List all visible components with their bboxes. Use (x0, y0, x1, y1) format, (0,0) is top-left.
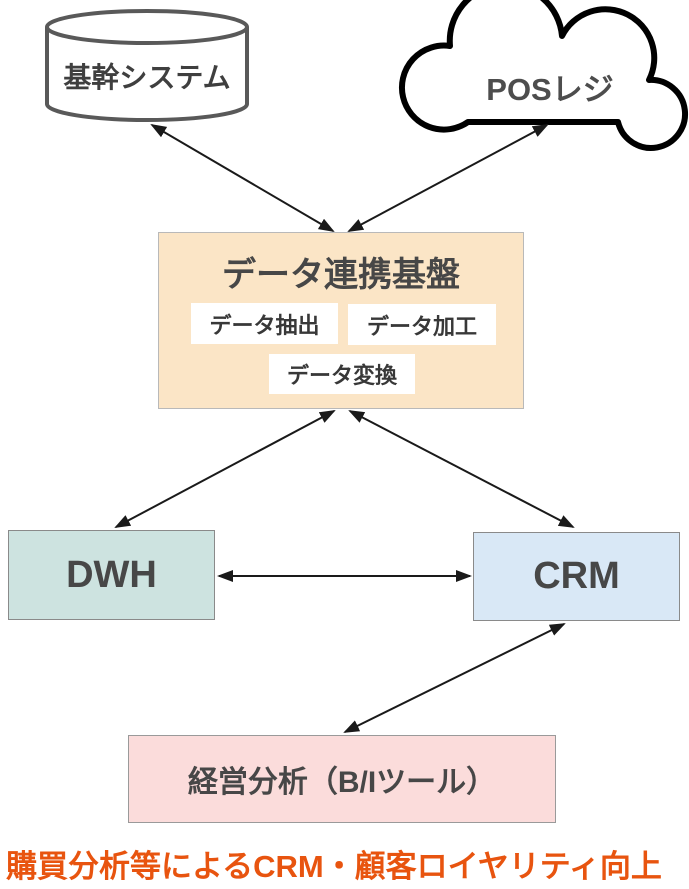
platform-title: データ連携基盤 (222, 256, 460, 294)
arrow-crm-bi (343, 623, 566, 733)
platform-chip-extract: データ抽出 (191, 303, 338, 344)
bi-analysis-node: 経営分析（B/Iツール） (128, 735, 556, 823)
arrow-platform-dwh (114, 410, 336, 528)
dwh-node: DWH (8, 530, 215, 620)
arrow-core-platform (150, 123, 335, 233)
core-system-node-label: 基幹システム (63, 62, 231, 93)
crm-node: CRM (473, 532, 680, 621)
pos-register-node-label: POSレジ (486, 71, 614, 107)
arrow-pos-platform (347, 124, 549, 232)
arrow-platform-crm (348, 410, 575, 528)
platform-chip-transform: データ変換 (269, 354, 415, 394)
database-cylinder-icon (45, 9, 249, 122)
diagram-caption: 購買分析等によるCRM・顧客ロイヤリティ向上 (6, 849, 662, 884)
platform-chip-process: データ加工 (348, 304, 496, 345)
cloud-icon (398, 0, 688, 151)
platform-node: データ連携基盤 データ抽出 データ加工 データ変換 (158, 232, 524, 409)
